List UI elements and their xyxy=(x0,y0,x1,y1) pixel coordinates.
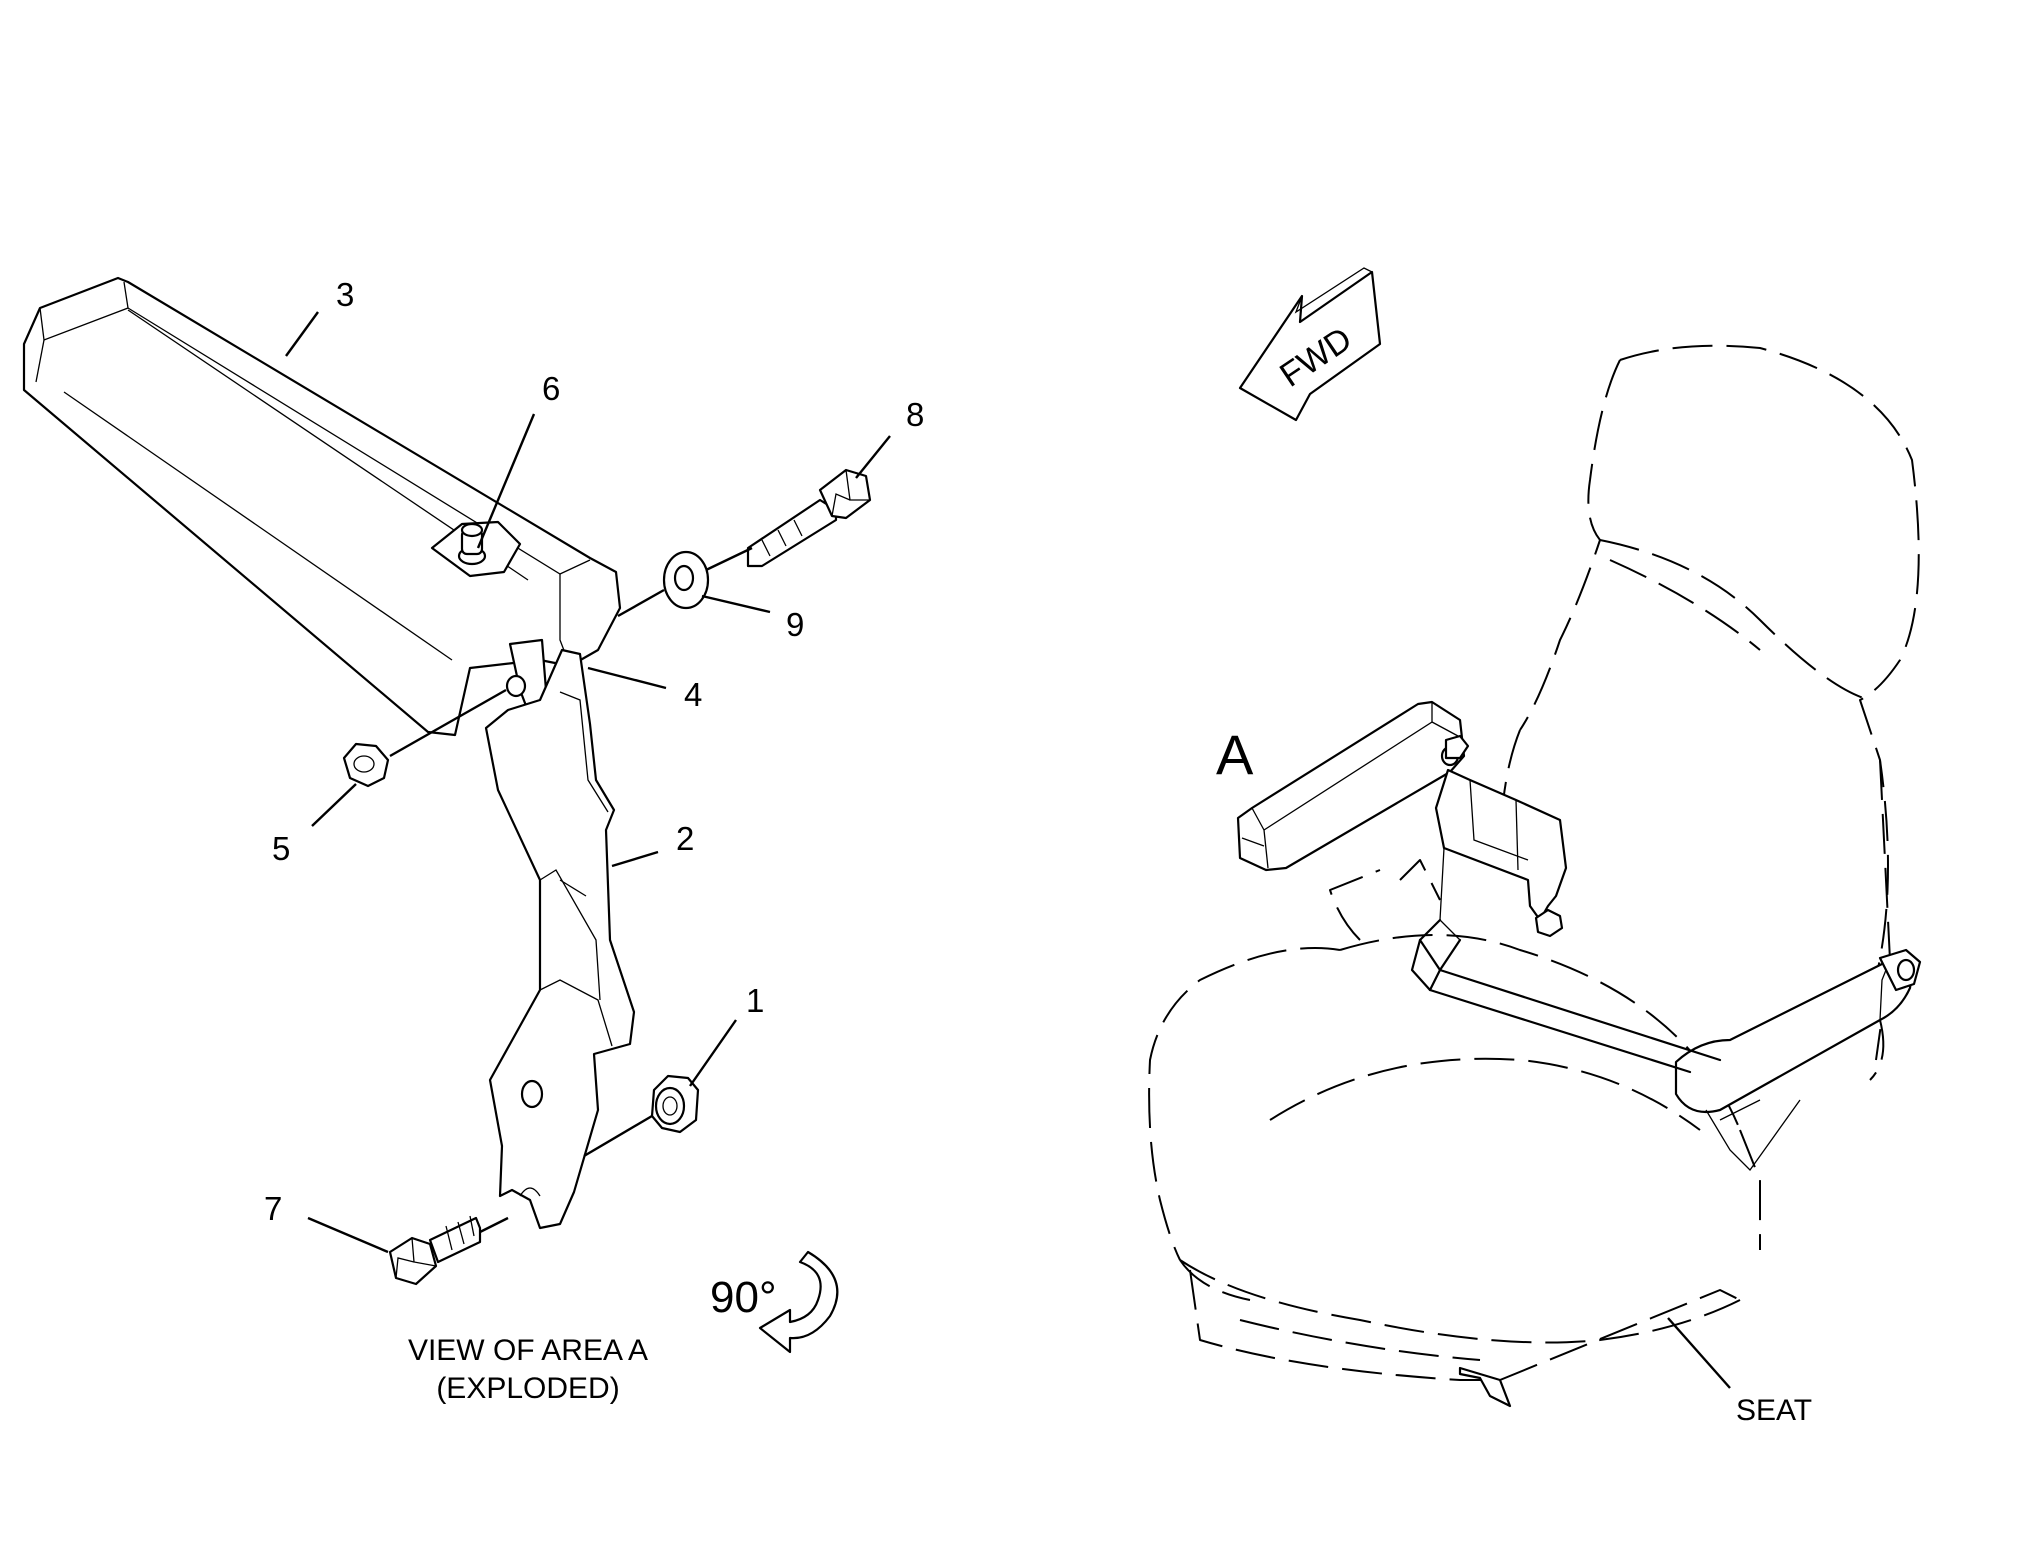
washer xyxy=(662,550,710,610)
callout-4: 4 xyxy=(684,676,702,713)
callout-2: 2 xyxy=(676,820,694,857)
callout-6: 6 xyxy=(542,370,560,407)
nut-5 xyxy=(342,742,390,788)
callout-7: 7 xyxy=(264,1190,282,1227)
callout-8: 8 xyxy=(906,396,924,433)
callout-3: 3 xyxy=(336,276,354,313)
seat-view: FWD xyxy=(1148,267,1922,1427)
armrest-bracket xyxy=(484,648,636,1230)
seat-label: SEAT xyxy=(1736,1394,1812,1427)
rotation-label: 90° xyxy=(710,1273,777,1322)
upper-bolt xyxy=(746,468,872,568)
armrest-pad xyxy=(22,276,622,737)
lower-bolt xyxy=(388,1215,482,1286)
exploded-view: 3 6 8 9 4 5 2 1 7 90° VIEW OF AREA A (EX… xyxy=(22,276,924,1405)
left-armrest xyxy=(1236,700,1568,941)
caption-line-2: (EXPLODED) xyxy=(436,1372,619,1405)
area-a-label: A xyxy=(1216,723,1254,786)
callout-5: 5 xyxy=(272,830,290,867)
callout-9: 9 xyxy=(786,606,804,643)
right-armrest xyxy=(1674,948,1922,1172)
caption-line-1: VIEW OF AREA A xyxy=(408,1334,648,1367)
locknut-1 xyxy=(650,1074,700,1134)
rotation-arrow-icon xyxy=(758,1250,839,1354)
forward-arrow-icon: FWD xyxy=(1238,267,1382,422)
callout-1: 1 xyxy=(746,982,764,1019)
